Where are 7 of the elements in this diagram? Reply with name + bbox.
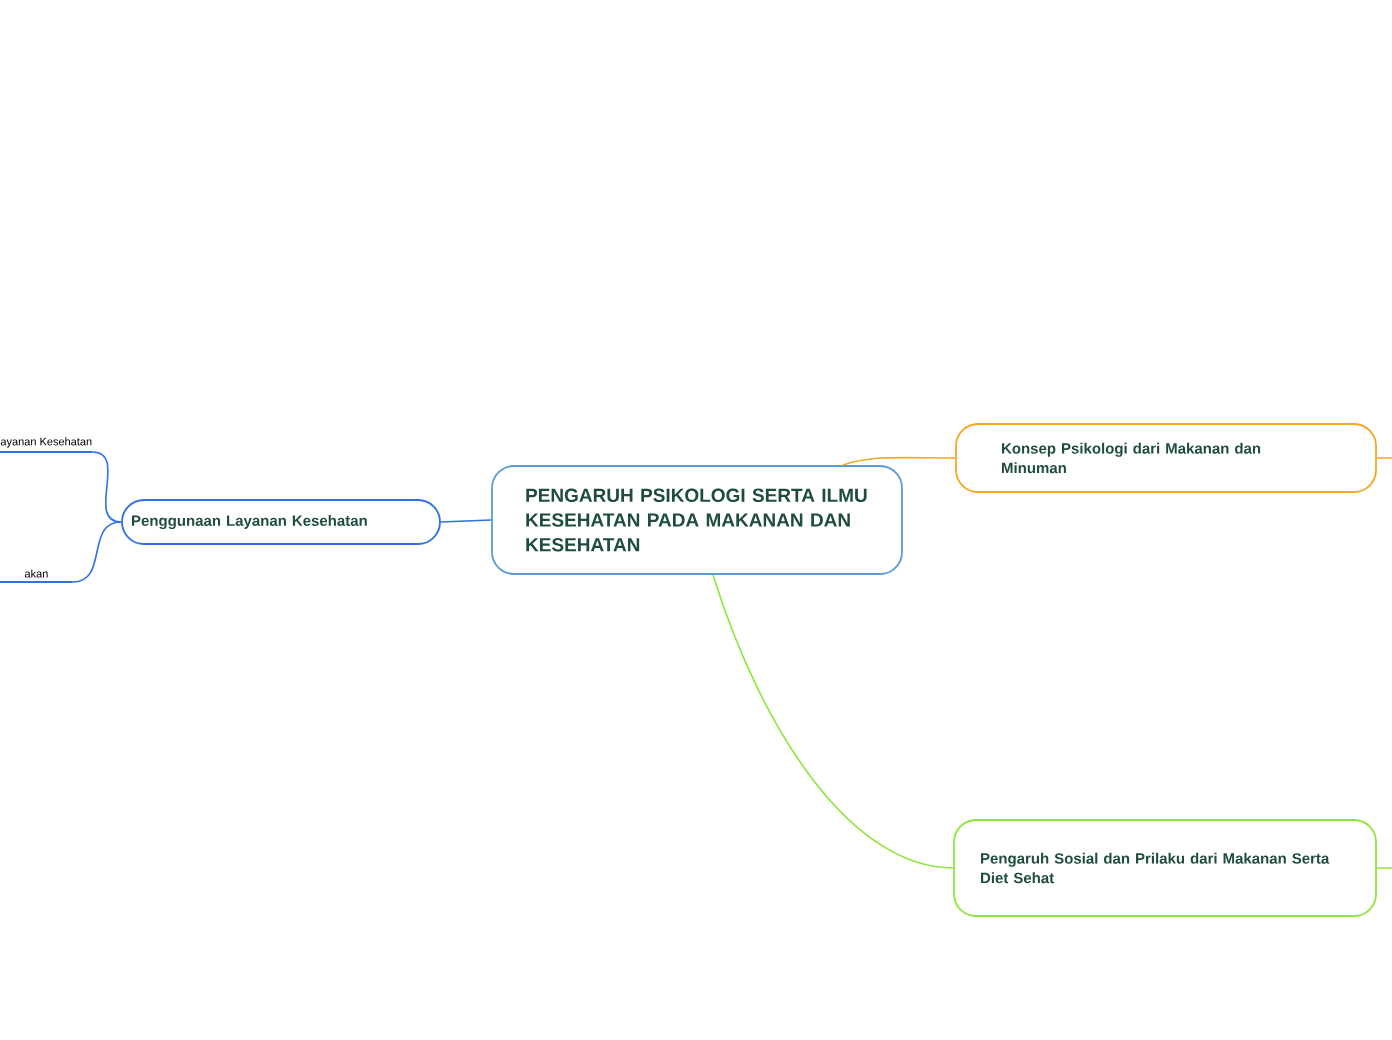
connector [72, 521, 122, 583]
connector [1376, 867, 1392, 869]
connector [440, 519, 492, 523]
connector [1376, 457, 1392, 459]
connector [712, 574, 954, 869]
connector [842, 456, 956, 466]
topic-box: PENGARUH PSIKOLOGI SERTA ILMU KESEHATAN PADA MAKANAN DAN KESEHATAN [491, 465, 903, 575]
